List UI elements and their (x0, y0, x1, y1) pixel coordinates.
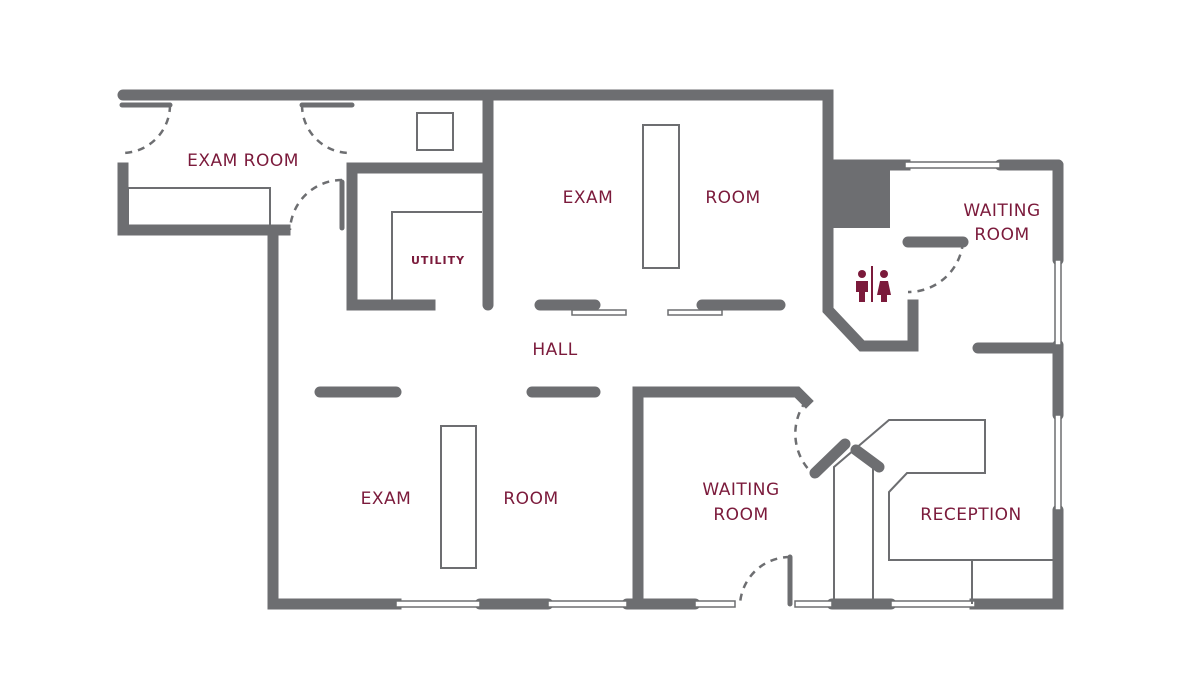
restroom-icon (856, 266, 891, 302)
label-utility: UTILITY (411, 254, 465, 267)
label-exam-bottom: EXAM (361, 489, 412, 509)
reception-counter (833, 419, 1058, 604)
label-waiting-right-1: WAITING (963, 201, 1040, 221)
furniture (127, 112, 1058, 604)
label-waiting-right-2: ROOM (974, 225, 1029, 245)
walls (117, 89, 1064, 610)
door-swings (121, 104, 965, 605)
label-waiting-center-1: WAITING (702, 480, 779, 500)
label-hall: HALL (532, 340, 577, 360)
room-labels: EXAM ROOM EXAM ROOM UTILITY HALL EXAM RO… (187, 151, 1040, 525)
label-exam-room-top-left: EXAM ROOM (187, 151, 299, 171)
label-reception: RECEPTION (920, 505, 1021, 525)
label-room-top: ROOM (705, 188, 760, 208)
label-room-bottom: ROOM (503, 489, 558, 509)
exam-table-top (642, 124, 680, 269)
exam-table-bottom (440, 425, 477, 569)
label-exam-top: EXAM (563, 188, 614, 208)
label-waiting-center-2: ROOM (713, 505, 768, 525)
windows (395, 161, 1062, 608)
